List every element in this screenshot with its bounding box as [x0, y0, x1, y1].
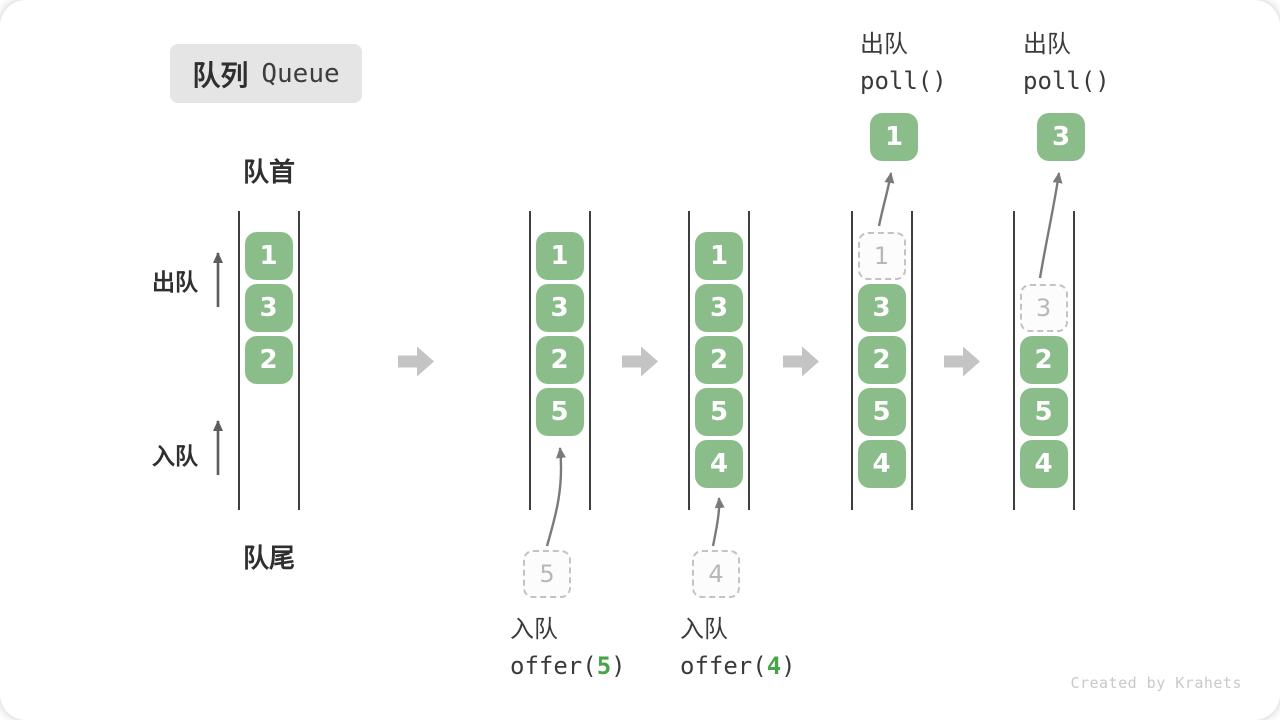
queue-cell: 5 [857, 388, 906, 436]
queue-wall [748, 211, 750, 510]
dequeue-label: 出队 [152, 269, 198, 295]
title-badge: 队列 Queue [170, 44, 362, 103]
poll1-label: 出队 [860, 31, 908, 58]
offer4-code: offer(4) [680, 651, 796, 681]
offer4-label: 入队 [680, 616, 728, 643]
queue-cell-removed: 1 [857, 232, 906, 280]
queue-cell: 3 [244, 284, 293, 332]
enqueue-item-box: 5 [523, 550, 571, 598]
flow-arrow-icon [398, 346, 434, 377]
offer4-arg: 4 [766, 652, 782, 680]
queue-cell: 5 [1019, 388, 1068, 436]
queue-cell: 2 [857, 336, 906, 384]
dequeue-annotation-poll2: 出队 poll() [1023, 30, 1110, 96]
title-en: Queue [261, 58, 340, 89]
queue-cell: 2 [1019, 336, 1068, 384]
offer4-code-pre: offer( [680, 652, 767, 680]
queue-cell: 5 [535, 388, 584, 436]
queue-cell: 3 [857, 284, 906, 332]
polled-item-box: 1 [870, 113, 918, 161]
queue-cell: 1 [695, 232, 743, 280]
queue-cell: 5 [695, 388, 743, 436]
queue-cell: 2 [535, 336, 584, 384]
queue-cell: 3 [695, 284, 743, 332]
queue-cell: 2 [695, 336, 743, 384]
offer5-code: offer(5) [510, 651, 626, 681]
polled-item-box: 3 [1037, 113, 1085, 161]
queue-cell: 3 [535, 284, 584, 332]
watermark: Created by Krahets [1070, 674, 1242, 692]
title-zh: 队列 [192, 59, 249, 91]
offer5-label: 入队 [510, 616, 558, 643]
queue-wall [528, 211, 531, 510]
poll1-code: poll() [860, 67, 947, 95]
queue-wall [1072, 211, 1075, 510]
flow-arrow-icon [944, 346, 980, 377]
queue-cell-removed: 3 [1019, 284, 1068, 332]
offer5-arg: 5 [596, 652, 612, 680]
queue-front-label: 队首 [242, 157, 295, 187]
queue-wall [1012, 211, 1015, 510]
dequeue-annotation-poll1: 出队 poll() [860, 30, 947, 96]
queue-wall [850, 211, 853, 510]
poll2-label: 出队 [1023, 31, 1071, 58]
queue-wall [237, 211, 240, 510]
queue-cell: 2 [244, 336, 293, 384]
enqueue-annotation-offer4: 入队 offer(4) [680, 615, 796, 681]
enqueue-item-box: 4 [692, 550, 740, 598]
queue-wall [588, 211, 591, 510]
queue-wall [910, 211, 913, 510]
poll2-code: poll() [1023, 67, 1110, 95]
queue-rear-label: 队尾 [242, 543, 295, 573]
offer5-code-pre: offer( [510, 652, 597, 680]
flow-arrow-icon [622, 346, 658, 377]
queue-wall [297, 211, 300, 510]
queue-cell: 4 [857, 440, 906, 488]
flow-arrow-icon [783, 346, 819, 377]
offer4-code-post: ) [781, 652, 796, 680]
enqueue-label: 入队 [152, 443, 198, 469]
offer5-code-post: ) [611, 652, 626, 680]
queue-cell: 1 [244, 232, 293, 280]
queue-cell: 1 [535, 232, 584, 280]
queue-cell: 4 [1019, 440, 1068, 488]
queue-cell: 4 [695, 440, 743, 488]
queue-wall [688, 211, 690, 510]
enqueue-annotation-offer5: 入队 offer(5) [510, 615, 626, 681]
